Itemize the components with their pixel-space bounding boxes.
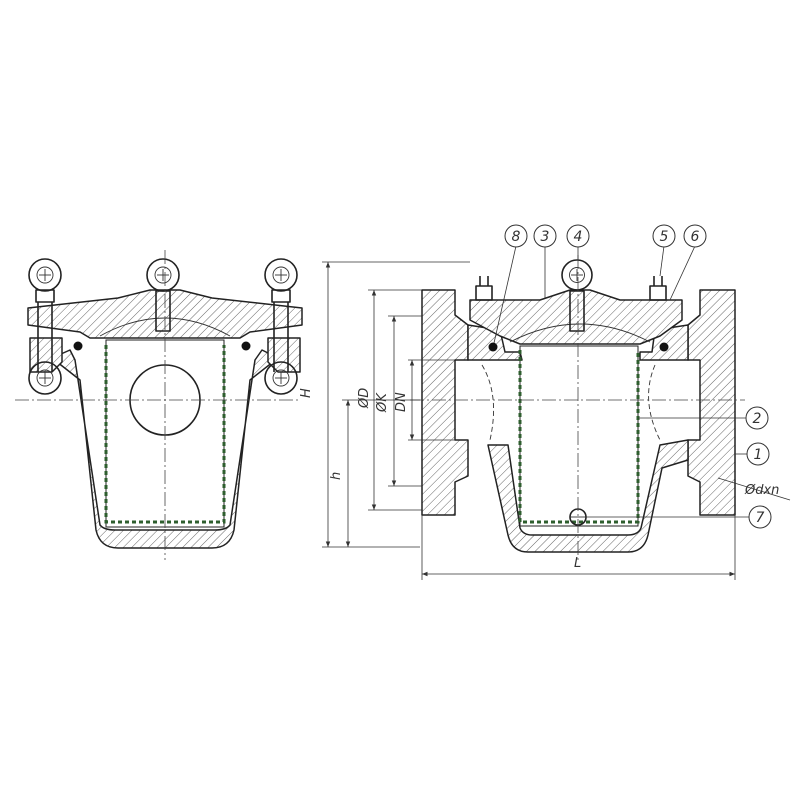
cover-stud-right: [649, 276, 667, 301]
svg-text:5: 5: [660, 229, 669, 245]
dim-label-D: ØD: [357, 388, 372, 409]
balloon-2: [745, 406, 769, 430]
flow-passage-right: [648, 364, 661, 441]
front-cover: [469, 289, 683, 345]
balloon-7: [748, 505, 772, 529]
balloon-5: [652, 224, 676, 248]
side-eyebolt-left: [28, 258, 62, 395]
front-screen-basket: [519, 345, 639, 527]
seal-ring-left: [488, 342, 498, 352]
flow-passage-left: [481, 364, 495, 441]
side-seal-right: [241, 341, 251, 351]
front-cover-dome: [509, 323, 651, 343]
balloon-3: [533, 224, 557, 248]
cover-stud-left: [475, 276, 493, 301]
side-cover: [27, 289, 303, 339]
balloon-4: [566, 224, 590, 248]
front-eyebolt: [561, 259, 593, 332]
side-eyebolt-right: [264, 258, 298, 395]
balloon-6: [683, 224, 707, 248]
dimensions: H h ØD ØK DN L Ødxn: [299, 261, 791, 580]
body-shell: [487, 439, 689, 553]
svg-text:3: 3: [541, 229, 550, 245]
side-section-view: [15, 250, 303, 560]
svg-text:2: 2: [753, 411, 762, 427]
dim-label-h: h: [329, 472, 344, 480]
side-seal-left: [73, 341, 83, 351]
svg-text:4: 4: [574, 229, 583, 245]
svg-text:1: 1: [754, 447, 763, 463]
balloon-8: [504, 224, 528, 248]
svg-text:8: 8: [512, 229, 521, 245]
svg-text:6: 6: [691, 229, 700, 245]
front-screen-mesh: [518, 350, 640, 524]
dim-label-K: ØK: [375, 392, 390, 413]
front-section-view: [410, 255, 745, 560]
svg-text:7: 7: [756, 510, 765, 526]
seal-ring-right: [659, 342, 669, 352]
dim-label-H: H: [299, 388, 314, 398]
dim-label-bolt-holes: Ødxn: [744, 483, 779, 498]
inlet-flange: [421, 289, 469, 516]
side-right-lug: [267, 337, 301, 373]
dim-leader-bolt-holes: [717, 477, 791, 501]
side-body-wall: [51, 349, 279, 549]
balloon-1: [746, 442, 770, 466]
part-balloons: 8 3 4 5 6 2 1 7: [493, 224, 772, 529]
side-eyebolt-center: [146, 258, 180, 332]
dim-label-DN: DN: [394, 392, 409, 412]
dim-label-L: L: [574, 556, 581, 571]
